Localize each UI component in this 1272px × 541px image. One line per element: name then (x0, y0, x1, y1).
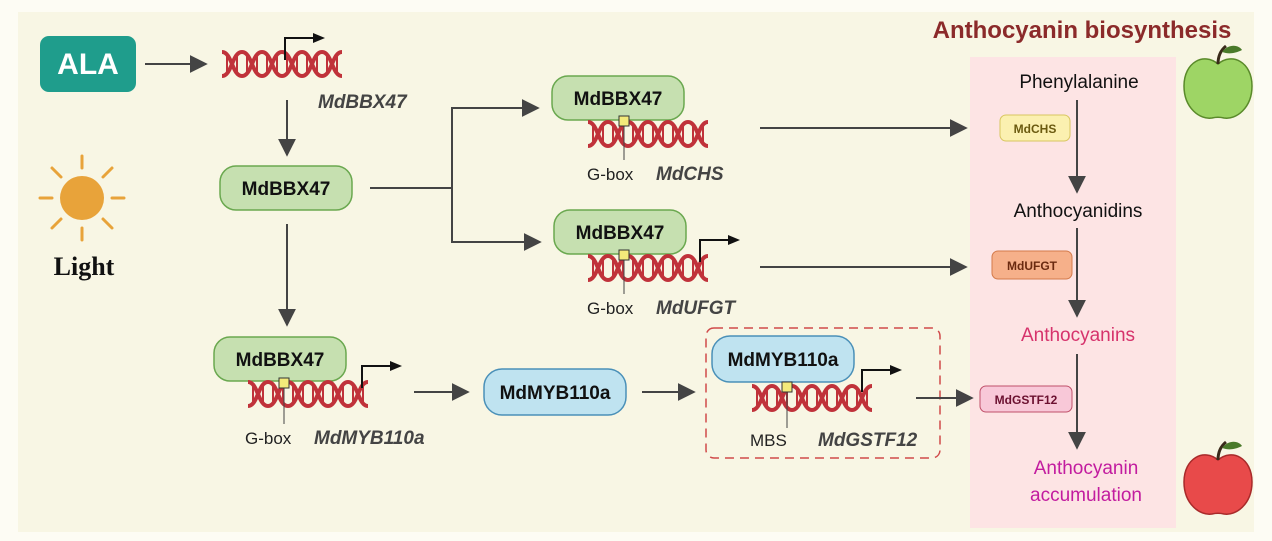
red-apple-icon (1183, 440, 1253, 515)
protein-bbx47-chs (551, 75, 685, 121)
enzyme-gstf12: MdGSTF12 (995, 393, 1058, 407)
arrow-to-chs (370, 99, 540, 189)
gbox-marker-chs (618, 115, 630, 127)
gene-bbx47: MdBBX47 (318, 92, 408, 113)
anthocyanidins: Anthocyanidins (1014, 201, 1143, 222)
gene-chs: MdCHS (656, 164, 724, 185)
protein-bbx47-myb-label: MdBBX47 (236, 350, 325, 371)
gbox-marker-ufgt (618, 249, 630, 261)
enzyme-chs-badge (999, 114, 1071, 142)
protein-bbx47 (219, 165, 353, 211)
green-apple-icon (1183, 44, 1253, 119)
protein-bbx47-chs-label: MdBBX47 (574, 89, 663, 110)
anthocyanins: Anthocyanins (1021, 325, 1135, 346)
light-label: Light (54, 252, 115, 281)
mbs-label: MBS (750, 431, 787, 450)
gbox-label-chs: G-box (587, 165, 634, 184)
ala-label: ALA (57, 48, 119, 81)
gstf12-regulation-box (705, 327, 941, 459)
gene-gstf12: MdGSTF12 (818, 430, 918, 451)
enzyme-chs: MdCHS (1014, 122, 1057, 136)
gbox-label-ufgt: G-box (587, 299, 634, 318)
protein-bbx47-label: MdBBX47 (242, 179, 331, 200)
enzyme-ufgt-badge (991, 250, 1073, 280)
protein-bbx47-ufgt-label: MdBBX47 (576, 223, 665, 244)
arrow-to-ufgt (451, 188, 542, 251)
phenylalanine: Phenylalanine (1019, 72, 1138, 93)
sun-icon (38, 154, 126, 242)
protein-myb110a (483, 368, 627, 416)
enzyme-gstf12-badge (979, 385, 1073, 413)
ala-box (40, 36, 136, 92)
accumulation-line2: accumulation (1030, 485, 1142, 506)
gbox-label-myb: G-box (245, 429, 292, 448)
protein-myb110a-label: MdMYB110a (500, 383, 611, 404)
gbox-marker-myb (278, 377, 290, 389)
protein-myb110a-bound-label: MdMYB110a (728, 350, 839, 371)
enzyme-ufgt: MdUFGT (1007, 259, 1058, 273)
accumulation-line1: Anthocyanin (1034, 458, 1139, 479)
title: Anthocyanin biosynthesis (933, 17, 1232, 44)
gene-ufgt: MdUFGT (656, 298, 737, 319)
gene-myb110a: MdMYB110a (314, 428, 425, 449)
mbs-marker (781, 381, 793, 393)
